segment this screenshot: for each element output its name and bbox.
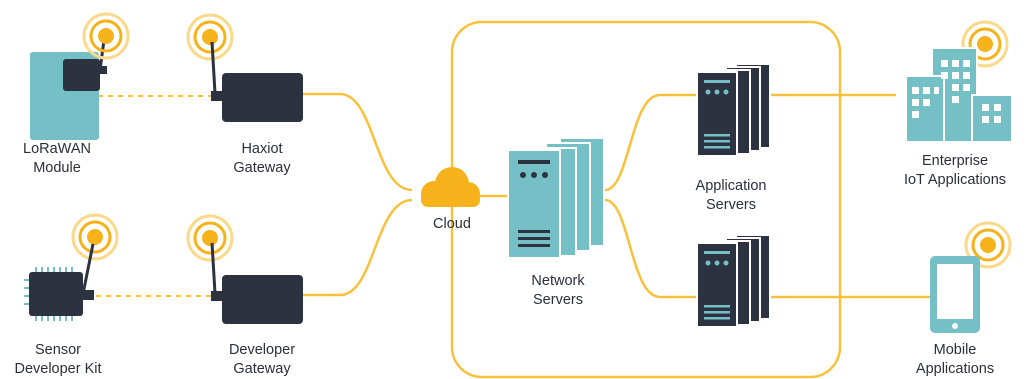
dashed-links [96, 95, 213, 297]
connector-developer-gateway-to-cloud [303, 198, 413, 297]
connector-haxiot-gateway-to-cloud [303, 92, 413, 192]
lorawan-module-label-1: LoRaWAN [23, 141, 91, 157]
signal-icon [961, 20, 1009, 68]
signal-icon [186, 13, 234, 61]
signal-icon [71, 213, 119, 261]
haxiot-gateway-label-1: Haxiot [241, 141, 282, 157]
connector-lines [303, 20, 930, 379]
mobile-apps-label-2: Applications [916, 361, 994, 377]
network-servers-label-1: Network [531, 273, 585, 289]
sensor-kit-label-2: Developer Kit [14, 361, 101, 377]
buildings-icon [905, 47, 1013, 143]
signal-icon [964, 221, 1012, 269]
network-servers-label-2: Servers [533, 292, 583, 308]
connector-network-to-app-server-top [604, 93, 698, 192]
enterprise-apps-label-1: Enterprise [922, 153, 988, 169]
application-servers-label-2: Servers [706, 197, 756, 213]
sensor-kit-label-1: Sensor [35, 342, 81, 358]
enterprise-apps-label-2: IoT Applications [904, 172, 1006, 188]
mobile-apps-label-1: Mobile [934, 342, 977, 358]
connector-network-to-app-server-bottom [604, 198, 698, 299]
haxiot-gateway-icon [210, 41, 303, 122]
tablet-icon [930, 256, 980, 333]
signal-icon [82, 12, 130, 60]
lorawan-module-icon [30, 39, 107, 140]
lorawan-module-label-2: Module [33, 160, 81, 176]
developer-gateway-label-1: Developer [229, 342, 295, 358]
application-servers-label-1: Application [696, 178, 767, 194]
server-stack-icon [507, 137, 605, 259]
developer-gateway-label-2: Gateway [233, 361, 291, 377]
server-stack-icon [696, 63, 771, 157]
server-stack-icon [696, 234, 771, 328]
developer-gateway-icon [210, 242, 303, 324]
cloud-label: Cloud [433, 216, 471, 232]
cloud-icon [421, 167, 480, 207]
signal-icon [186, 214, 234, 262]
sensor-chip-icon [24, 243, 95, 321]
haxiot-gateway-label-2: Gateway [233, 160, 291, 176]
